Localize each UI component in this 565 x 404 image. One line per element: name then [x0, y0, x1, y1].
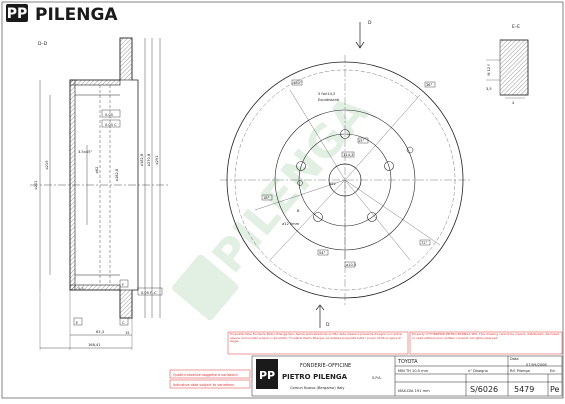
dim-d270-8: ⌀270,8 — [147, 153, 151, 166]
detail-e-e: E–E — [486, 24, 529, 99]
tb-max-dia: MAX-DIA 191 mm — [398, 389, 430, 393]
dim-e-h: 4 — [512, 101, 515, 105]
tb-name: PIETRO PILENGA — [282, 373, 348, 381]
red-note-4: Indicative data subject to variations — [173, 383, 234, 387]
dim-tol6: 54° — [319, 251, 326, 255]
ring-hatch-bottom — [119, 289, 133, 319]
front-view — [220, 22, 470, 328]
dim-pcd: ⌀10.5 — [346, 263, 356, 267]
label-b: B — [297, 209, 300, 213]
dim-d52: ⌀52 — [329, 182, 336, 186]
dim-tol4: 18° — [263, 196, 270, 200]
dim-pcd2: ⌀12 5mm — [282, 222, 300, 226]
title-logo-letters: PP — [259, 369, 275, 382]
note-box-2 — [409, 331, 563, 355]
dim-tol1: 15° — [358, 139, 365, 143]
tb-spa: S.P.A. — [372, 376, 382, 380]
locating-hole — [297, 180, 303, 186]
bolt-hole — [340, 129, 350, 139]
dim-e-v: 3,5 — [486, 87, 492, 91]
locating-hole — [406, 146, 414, 154]
tb-date-label: Data — [510, 357, 519, 361]
tol-flat-3: 0.05 F–C — [141, 291, 157, 295]
section-arrow-d-bottom: D — [326, 322, 330, 328]
dim-tol3: 36° — [426, 83, 433, 87]
tb-drawing-no: S/6026 — [470, 385, 498, 394]
dim-63-3: 63,3 — [96, 330, 104, 334]
tb-ref-no: 5479 — [514, 385, 534, 394]
tb-disegno-label: n° Disegno — [468, 369, 488, 373]
watermark-text: PILENGA — [203, 86, 379, 283]
tb-vehicle: TOYOTA — [397, 359, 418, 365]
dim-holes: 5 fori14,5 — [318, 92, 335, 96]
tb-company: FONDERIE–OFFICINE — [300, 363, 351, 369]
bolt-holes — [296, 129, 394, 222]
dim-d219: ⌀219 — [45, 160, 49, 170]
dim-114-3: 114,3 — [343, 153, 353, 157]
dim-tol2: 180° — [293, 81, 302, 85]
dim-sec-h: M 12 f — [487, 64, 491, 76]
dim-d62: ⌀62 — [95, 167, 99, 174]
bolt-hole — [367, 212, 377, 222]
red-note-1: Proprietà delle Fonderie Pietro Pilenga … — [230, 333, 402, 344]
datum-e: E — [76, 321, 79, 325]
note-box-3 — [169, 369, 251, 379]
tb-date: 07/09/2006 — [526, 363, 547, 367]
note-box-4 — [169, 379, 251, 389]
dim-15: 15 — [125, 331, 130, 335]
tb-ed-label: Ed. — [550, 369, 556, 373]
datum-f: F — [122, 283, 124, 287]
dim-chamfer: 3.5x45° — [78, 150, 92, 154]
red-note-3: Quote indicative soggette a variazioni — [173, 373, 238, 377]
detail-e-e-texts: M 12 f 4 3,5 — [486, 64, 515, 105]
brand-logo: PP PILENGA — [6, 4, 118, 25]
dim-tol5: 72° — [421, 241, 428, 245]
front-view-dim-texts: 5 fori14,5 Equidistanti 114,3 ⌀52 ⌀12 5m… — [263, 20, 433, 328]
datum-c: C — [122, 321, 125, 325]
dim-d202: ⌀202 — [34, 180, 38, 189]
watermark: PILENGA — [172, 86, 379, 321]
section-label-dd: D–D — [38, 41, 48, 47]
tb-ed: Pe — [550, 385, 560, 394]
dim-5-5: 5,5 — [78, 287, 84, 291]
bolt-hole — [296, 161, 306, 171]
logo-letters: PP — [7, 6, 28, 22]
tb-min-th: MIN TH 10.5 mm — [398, 369, 429, 373]
side-view-dim-texts: ⌀202 ⌀219 ⌀62 ⌀182,8 ⌀182,8 ⌀270,8 ⌀291 … — [34, 113, 159, 347]
ring-hatch-top — [119, 37, 133, 81]
hat-bottom-hatch — [69, 284, 121, 291]
tb-pilenga-label: Rif. Pilenga — [510, 369, 530, 373]
section-label-ee: E–E — [512, 24, 520, 30]
dim-d182-8: ⌀182,8 — [115, 168, 119, 181]
dim-d291: ⌀291 — [155, 155, 159, 164]
title-block — [251, 355, 563, 397]
logo-box — [6, 4, 28, 22]
section-arrow-d-top: D — [368, 20, 372, 26]
dim-equidistanti: Equidistanti — [318, 98, 339, 102]
note-box-1 — [227, 331, 409, 355]
tol-flat-1: 0.05 — [105, 113, 113, 117]
dim-d182-8-b: ⌀182,8 — [140, 153, 144, 166]
tb-location: Comun Nuovo (Bergamo) Italy — [290, 386, 345, 390]
brand-name: PILENGA — [35, 5, 118, 25]
dim-168-41: 168,41 — [88, 343, 101, 347]
legal-notes: Proprietà delle Fonderie Pietro Pilenga … — [169, 331, 563, 389]
hat-top-hatch — [69, 79, 121, 86]
bolt-hole — [313, 212, 323, 222]
title-logo-box — [256, 359, 278, 389]
red-note-2: Property of FONDERIE PIETRO PILENGA SPA.… — [412, 333, 559, 340]
side-section-view: D–D — [30, 37, 170, 350]
tol-flat-2: 0.05 C — [105, 123, 117, 127]
bolt-hole — [384, 161, 394, 171]
title-block-texts: PP FONDERIE–OFFICINE PIETRO PILENGA S.P.… — [259, 357, 560, 394]
